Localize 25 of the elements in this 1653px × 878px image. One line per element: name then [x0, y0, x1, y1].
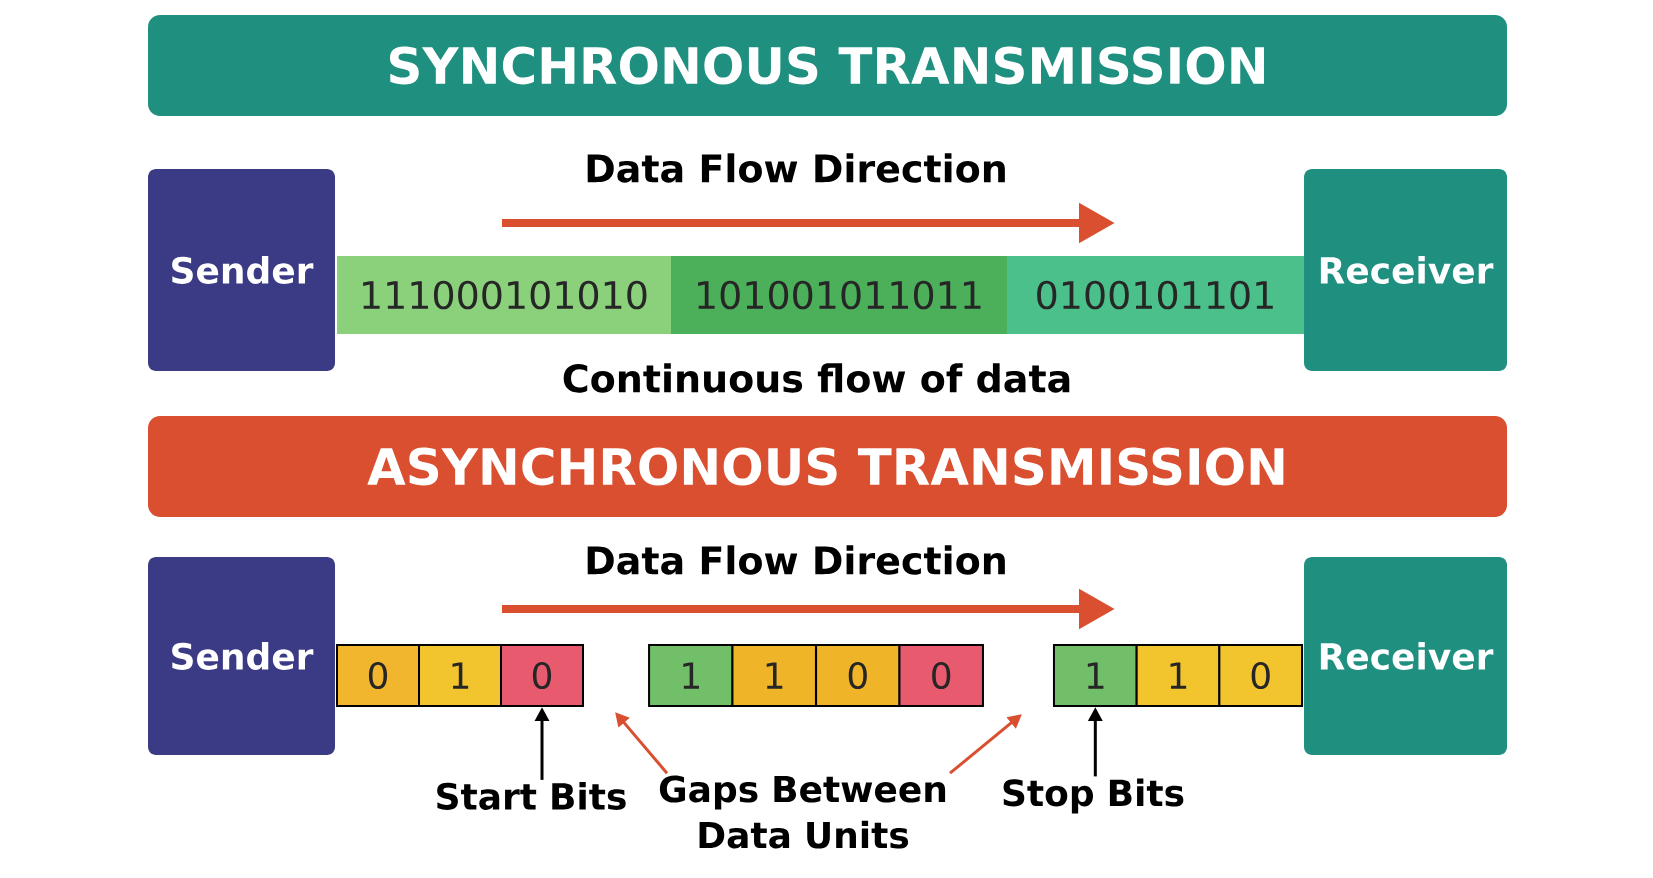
station-box: Receiver — [1304, 169, 1507, 371]
station-box: Sender — [148, 557, 335, 755]
station-box: Receiver — [1304, 557, 1507, 755]
bit-cell: 0 — [898, 644, 984, 707]
heading-label: Data Flow Direction — [587, 153, 1005, 183]
heading-label: Data Flow Direction — [587, 545, 1005, 575]
station-box: Sender — [148, 169, 335, 371]
bit-cell: 0 — [1218, 644, 1304, 707]
bit-cell: 1 — [648, 644, 734, 707]
bit-cell: 1 — [1135, 644, 1221, 707]
bit-cell: 0 — [815, 644, 901, 707]
bit-cell: 1 — [731, 644, 817, 707]
callout-label: Stop Bits — [1003, 778, 1184, 814]
title-banner: ASYNCHRONOUS TRANSMISSION — [148, 416, 1507, 517]
data-segment: 0100101101 — [1007, 256, 1304, 334]
bit-cell: 1 — [418, 644, 502, 707]
data-segment: 101001011011 — [671, 256, 1007, 334]
bit-cell: 0 — [336, 644, 420, 707]
data-segment: 111000101010 — [337, 256, 671, 334]
title-banner: SYNCHRONOUS TRANSMISSION — [148, 15, 1507, 116]
callout-label: Start Bits — [437, 782, 626, 810]
callout-label: Gaps Between Data Units — [659, 775, 946, 849]
bit-cell: 0 — [500, 644, 584, 707]
bit-cell: 1 — [1052, 644, 1138, 707]
heading-label: Continuous flow of data — [563, 363, 1070, 393]
